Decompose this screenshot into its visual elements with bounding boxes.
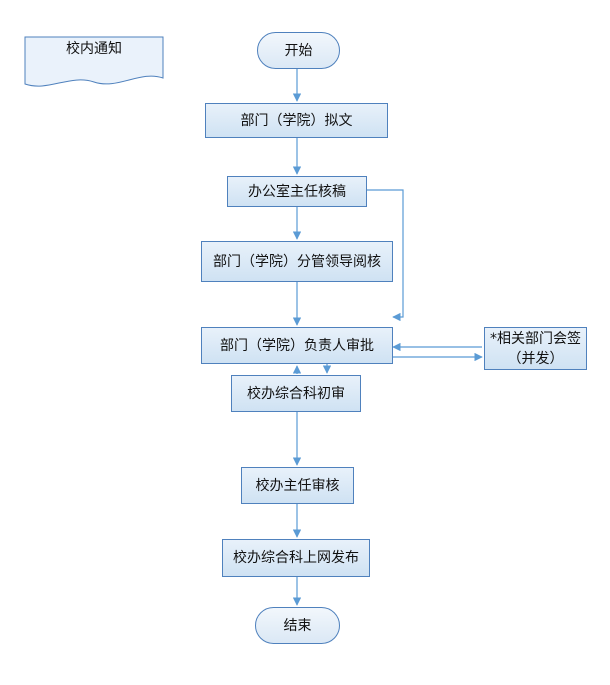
- end-node: 结束: [255, 607, 340, 644]
- office-review-node: 办公室主任核稿: [227, 176, 367, 207]
- start-node: 开始: [257, 32, 340, 69]
- director-review-node: 校办主任审核: [241, 467, 354, 504]
- countersign-label-line1: *相关部门会签: [490, 330, 581, 347]
- document-shape: [24, 36, 164, 87]
- start-label: 开始: [284, 42, 313, 59]
- end-label: 结束: [283, 617, 312, 634]
- head-approve-node: 部门（学院）负责人审批: [201, 327, 393, 364]
- countersign-node: *相关部门会签 （并发）: [484, 327, 587, 370]
- arrow-office-bypass-to-head: [367, 189, 404, 322]
- office-review-label: 办公室主任核稿: [248, 183, 346, 200]
- head-approve-label: 部门（学院）负责人审批: [220, 337, 374, 354]
- leader-review-node: 部门（学院）分管领导阅核: [201, 241, 393, 282]
- initial-review-label: 校办综合科初审: [247, 385, 345, 402]
- director-review-label: 校办主任审核: [255, 477, 340, 494]
- publish-node: 校办综合科上网发布: [222, 539, 370, 577]
- publish-label: 校办综合科上网发布: [233, 550, 359, 566]
- leader-review-label: 部门（学院）分管领导阅核: [213, 253, 381, 270]
- countersign-label-line2: （并发）: [507, 350, 564, 367]
- document-label: 校内通知: [66, 41, 122, 57]
- initial-review-node: 校办综合科初审: [231, 375, 361, 412]
- draft-label: 部门（学院）拟文: [240, 112, 353, 129]
- draft-node: 部门（学院）拟文: [205, 103, 388, 138]
